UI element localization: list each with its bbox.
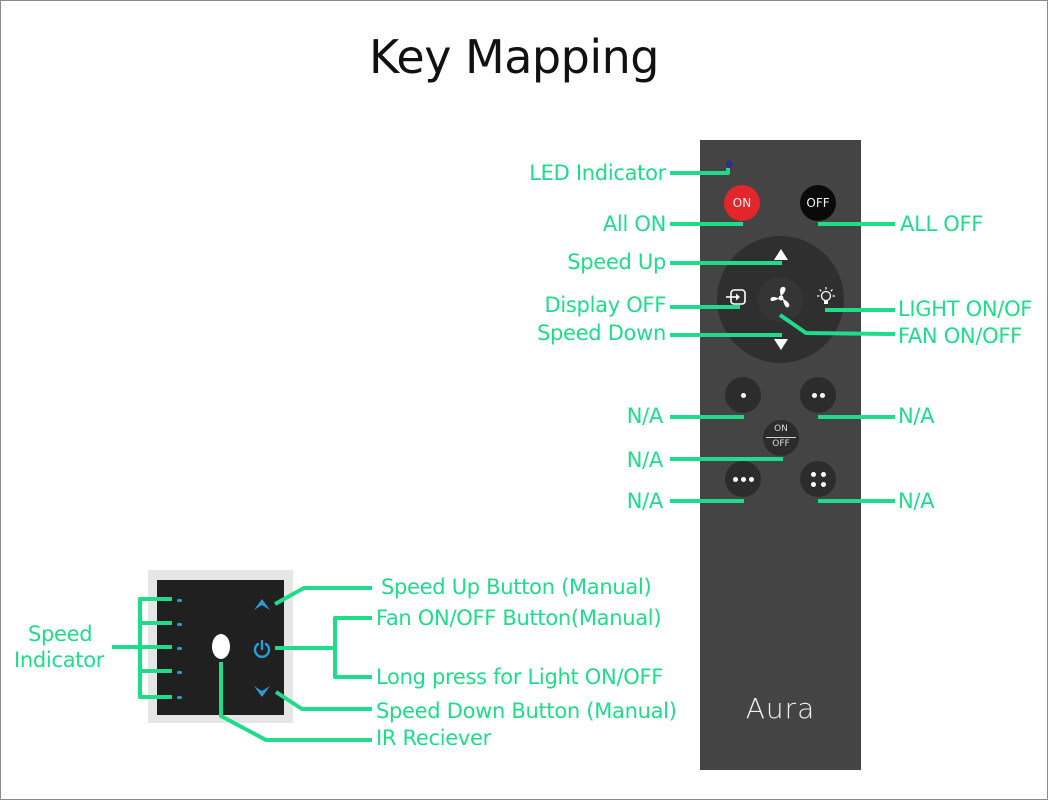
speed-down-button[interactable] <box>772 337 790 351</box>
label-led-indicator: LED Indicator <box>529 161 666 185</box>
label-fan-onoff: FAN ON/OFF <box>898 324 1022 348</box>
dot <box>811 472 816 477</box>
dot <box>812 393 817 398</box>
label-display-off: Display OFF <box>544 293 667 317</box>
preset-button-2[interactable] <box>800 377 836 413</box>
leader-line-led <box>670 168 730 175</box>
led-indicator <box>726 161 733 168</box>
label-na: N/A <box>626 448 664 472</box>
preset-button-1[interactable] <box>725 377 761 413</box>
power-icon <box>253 639 271 658</box>
dot <box>811 482 816 487</box>
dot <box>821 472 826 477</box>
label-all-off: ALL OFF <box>900 212 984 236</box>
leader-line-power-bracket <box>333 616 372 679</box>
leader-line-ir <box>219 662 372 742</box>
label-na: N/A <box>626 404 664 428</box>
speed-indicator-led <box>177 696 182 699</box>
speed-indicator-led <box>177 671 182 674</box>
panel-power-button[interactable] <box>251 638 273 660</box>
triangle-up-icon <box>774 248 788 260</box>
preset-button-4[interactable] <box>800 461 836 497</box>
speed-indicator-led <box>177 623 182 626</box>
all-on-button[interactable]: ON <box>724 185 760 221</box>
label-na: N/A <box>898 489 935 513</box>
label-speed-down: Speed Down <box>536 321 666 345</box>
dot <box>821 482 826 487</box>
label-speed-indicator-line1: Speed <box>28 622 93 646</box>
onoff-toggle-button[interactable]: ON OFF <box>763 420 799 456</box>
label-fan-onoff-button: Fan ON/OFF Button(Manual) <box>376 606 662 630</box>
label-all-on: All ON <box>602 212 666 236</box>
display-off-button[interactable] <box>724 286 750 308</box>
leader-line-panel-speed-up <box>274 586 372 606</box>
label-speed-up-button: Speed Up Button (Manual) <box>381 575 652 599</box>
dot <box>741 393 746 398</box>
leader-line-panel-speed-down <box>274 690 372 711</box>
dot <box>741 477 746 482</box>
panel-speed-up-button[interactable] <box>252 596 272 612</box>
preset-button-3[interactable] <box>725 461 761 497</box>
display-input-icon <box>726 289 746 305</box>
fan-icon <box>766 283 796 313</box>
label-speed-down-button: Speed Down Button (Manual) <box>376 699 677 723</box>
label-speed-up: Speed Up <box>567 250 666 274</box>
triangle-down-icon <box>774 338 788 350</box>
dot <box>749 477 754 482</box>
light-bulb-icon <box>817 287 835 304</box>
speed-indicator-led <box>177 599 182 602</box>
leader-line-fan <box>778 313 896 336</box>
remote-brand-logo: Aura <box>745 692 816 725</box>
dot <box>820 393 825 398</box>
dot <box>733 477 738 482</box>
onoff-bottom-label: OFF <box>772 439 790 449</box>
label-na: N/A <box>898 404 935 428</box>
speed-up-button[interactable] <box>772 247 790 261</box>
label-light-onoff: LIGHT ON/OF <box>898 297 1033 321</box>
speed-indicator-led <box>177 647 182 650</box>
all-off-button[interactable]: OFF <box>800 185 836 221</box>
onoff-divider <box>766 437 796 438</box>
label-ir-receiver: IR Reciever <box>376 726 492 750</box>
diagram-title: Key Mapping <box>369 30 659 84</box>
chevron-up-icon <box>254 599 270 610</box>
chevron-down-icon <box>254 686 270 697</box>
light-button[interactable] <box>814 285 838 309</box>
panel-speed-down-button[interactable] <box>252 684 272 700</box>
label-speed-indicator-line2: Indicator <box>14 648 105 672</box>
onoff-top-label: ON <box>774 424 788 434</box>
ir-receiver <box>212 634 230 659</box>
label-na: N/A <box>626 489 664 513</box>
label-long-press-light: Long press for Light ON/OFF <box>376 665 664 689</box>
